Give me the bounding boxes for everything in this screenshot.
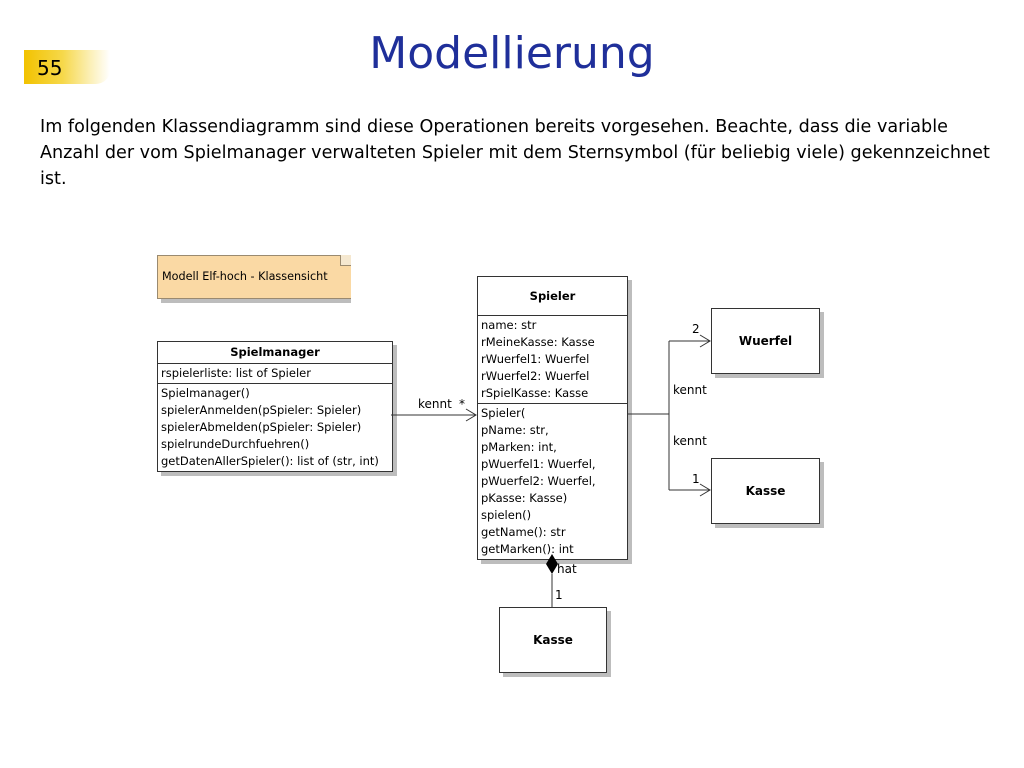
label-hat: hat: [557, 562, 577, 576]
page-title: Modellierung: [369, 28, 655, 79]
class-spieler-attributes: name: str rMeineKasse: Kasse rWuerfel1: …: [478, 316, 627, 404]
diagram-note: Modell Elf-hoch - Klassensicht: [157, 255, 351, 299]
label-kennt-wuerfel: kennt: [673, 383, 707, 397]
operation: spielrundeDurchfuehren(): [161, 437, 310, 451]
class-spielmanager-name: Spielmanager: [158, 342, 392, 364]
arrow-head: [465, 408, 477, 422]
operation: pMarken: int,: [481, 440, 557, 454]
operation: spielerAnmelden(pSpieler: Spieler): [161, 403, 362, 417]
class-kasse-bottom-name: Kasse: [533, 633, 573, 647]
multiplicity-kasse: 1: [692, 472, 700, 486]
operation: pName: str,: [481, 423, 549, 437]
class-spieler-operations: Spieler( pName: str, pMarken: int, pWuer…: [478, 404, 627, 559]
operation: getDatenAllerSpieler(): list of (str, in…: [161, 454, 379, 468]
diagram-note-text: Modell Elf-hoch - Klassensicht: [162, 270, 328, 283]
class-kasse-right-name: Kasse: [745, 484, 786, 498]
operation: getName(): str: [481, 525, 566, 539]
operation: spielen(): [481, 508, 532, 522]
operation: pWuerfel2: Wuerfel,: [481, 474, 596, 488]
attribute: rWuerfel1: Wuerfel: [481, 352, 590, 366]
note-corner-fold: [340, 255, 351, 266]
class-spielmanager-operations: Spielmanager() spielerAnmelden(pSpieler:…: [158, 384, 392, 471]
multiplicity-star: *: [459, 397, 465, 411]
class-spieler: Spieler name: str rMeineKasse: Kasse rWu…: [477, 276, 628, 560]
class-spielmanager: Spielmanager rspielerliste: list of Spie…: [157, 341, 393, 472]
multiplicity-hat: 1: [555, 588, 563, 602]
class-kasse-right: Kasse: [711, 458, 820, 524]
label-kennt-manager: kennt: [418, 397, 452, 411]
slide-number-badge: 55: [24, 50, 110, 84]
attribute: rMeineKasse: Kasse: [481, 335, 595, 349]
class-kasse-bottom: Kasse: [499, 607, 607, 673]
class-spielmanager-attributes: rspielerliste: list of Spieler: [158, 364, 392, 384]
slide-number: 55: [37, 56, 63, 80]
arrow-head: [699, 483, 711, 497]
operation: Spieler(: [481, 406, 526, 420]
class-wuerfel-name: Wuerfel: [738, 334, 793, 348]
operation: Spielmanager(): [161, 386, 250, 400]
attribute: rWuerfel2: Wuerfel: [481, 369, 590, 383]
class-spieler-name: Spieler: [478, 277, 627, 316]
attribute: name: str: [481, 318, 537, 332]
intro-text: Im folgenden Klassendiagramm sind diese …: [40, 117, 990, 189]
label-kennt-kasse: kennt: [673, 434, 707, 448]
class-wuerfel: Wuerfel: [711, 308, 820, 374]
operation: spielerAbmelden(pSpieler: Spieler): [161, 420, 362, 434]
operation: pWuerfel1: Wuerfel,: [481, 457, 596, 471]
arrow-head: [699, 334, 711, 348]
attribute: rspielerliste: list of Spieler: [161, 366, 311, 380]
operation: getMarken(): int: [481, 542, 574, 556]
multiplicity-wuerfel: 2: [692, 322, 700, 336]
composition-diamond: [546, 554, 558, 574]
attribute: rSpielKasse: Kasse: [481, 386, 589, 400]
operation: pKasse: Kasse): [481, 491, 568, 505]
